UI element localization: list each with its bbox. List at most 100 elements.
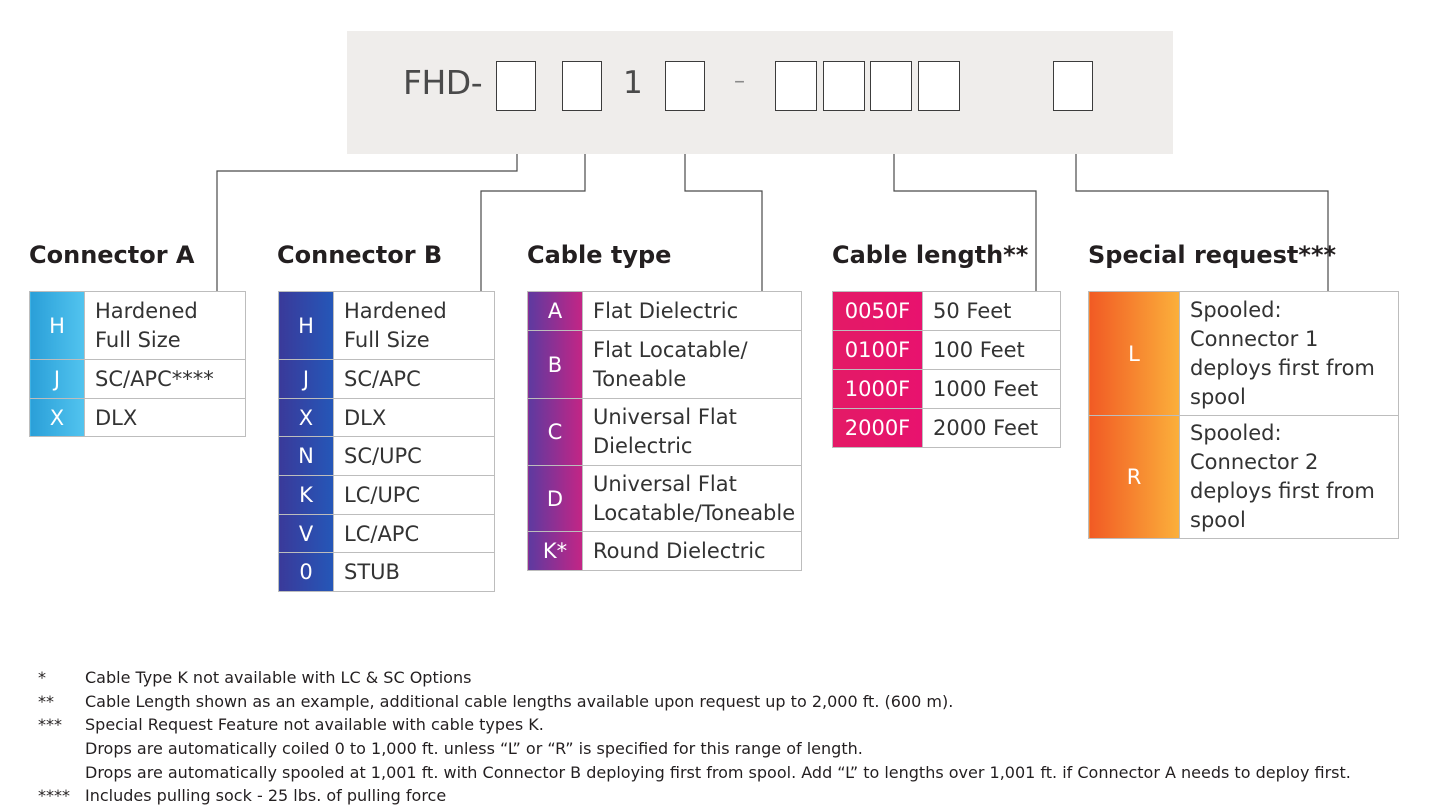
footnote-mark: **** xyxy=(38,786,70,806)
footnote-text: Drops are automatically coiled 0 to 1,00… xyxy=(85,739,863,759)
option-row: K*Round Dielectric xyxy=(527,531,802,571)
option-code: X xyxy=(29,398,85,437)
heading-connector-b: Connector B xyxy=(277,241,443,269)
footnote-text: Drops are automatically spooled at 1,001… xyxy=(85,762,1351,782)
option-description: 100 Feet xyxy=(922,330,1061,370)
option-code: 0 xyxy=(278,552,334,592)
option-description: Hardened Full Size xyxy=(84,291,246,360)
option-code: H xyxy=(29,291,85,360)
slot-cable-length-3 xyxy=(870,61,912,111)
option-description: SC/APC xyxy=(333,359,495,399)
option-description: 2000 Feet xyxy=(922,408,1061,448)
option-description: SC/APC**** xyxy=(84,359,246,399)
option-code: D xyxy=(527,465,583,532)
option-description: 50 Feet xyxy=(922,291,1061,331)
option-code: X xyxy=(278,398,334,437)
option-code: C xyxy=(527,398,583,466)
option-description: STUB xyxy=(333,552,495,592)
part-number-banner: FHD- 1 – xyxy=(347,31,1173,154)
option-code: 2000F xyxy=(832,408,923,448)
option-code: H xyxy=(278,291,334,360)
slot-connector-a xyxy=(496,61,536,111)
option-code: R xyxy=(1088,415,1180,539)
footnote: *** Special Request Feature not available… xyxy=(38,713,1418,737)
footnote-mark xyxy=(38,737,85,761)
option-code: J xyxy=(278,359,334,399)
option-description: Round Dielectric xyxy=(582,531,802,571)
slot-cable-length-1 xyxy=(775,61,817,111)
footnote-mark xyxy=(38,761,85,785)
slot-special-request xyxy=(1053,61,1093,111)
option-description: SC/UPC xyxy=(333,436,495,476)
slot-cable-type xyxy=(665,61,705,111)
footnote-mark: *** xyxy=(38,715,62,735)
option-code: K xyxy=(278,475,334,515)
option-description: DLX xyxy=(84,398,246,437)
option-description: Universal Flat Locatable/Toneable xyxy=(582,465,802,532)
fixed-digit: 1 xyxy=(623,65,643,101)
footnote-text: Cable Type K not available with LC & SC … xyxy=(85,668,472,687)
option-code: B xyxy=(527,330,583,399)
footnote: Drops are automatically coiled 0 to 1,00… xyxy=(38,737,1418,761)
option-description: LC/APC xyxy=(333,514,495,553)
footnote-mark: ** xyxy=(38,691,54,711)
heading-cable-length: Cable length** xyxy=(832,241,1029,269)
footnote-text: Cable Length shown as an example, additi… xyxy=(85,691,954,711)
option-code: A xyxy=(527,291,583,331)
option-description: Universal Flat Dielectric xyxy=(582,398,802,466)
option-code: L xyxy=(1088,291,1180,416)
slot-cable-length-4 xyxy=(918,61,960,111)
option-description: DLX xyxy=(333,398,495,437)
footnote: Drops are automatically spooled at 1,001… xyxy=(38,761,1418,785)
leader-special-request xyxy=(1075,118,1329,291)
option-code: V xyxy=(278,514,334,553)
option-code: 1000F xyxy=(832,369,923,409)
leader-connector-b xyxy=(480,118,586,291)
leader-cable-length xyxy=(893,118,1037,291)
footnote: **** Includes pulling sock - 25 lbs. of p… xyxy=(38,784,1418,808)
option-description: Spooled: Connector 1 deploys first from … xyxy=(1179,291,1399,416)
option-description: Flat Dielectric xyxy=(582,291,802,331)
footnote: ** Cable Length shown as an example, addi… xyxy=(38,690,1418,714)
option-code: N xyxy=(278,436,334,476)
option-description: 1000 Feet xyxy=(922,369,1061,409)
footnote: *Cable Type K not available with LC & SC… xyxy=(38,666,1418,690)
heading-connector-a: Connector A xyxy=(29,241,195,269)
slot-connector-b xyxy=(562,61,602,111)
heading-cable-type: Cable type xyxy=(527,241,672,269)
code-separator: – xyxy=(734,69,745,94)
option-code: K* xyxy=(527,531,583,571)
footnotes: *Cable Type K not available with LC & SC… xyxy=(38,666,1418,808)
option-description: LC/UPC xyxy=(333,475,495,515)
leader-cable-type xyxy=(684,118,763,291)
option-description: Spooled: Connector 2 deploys first from … xyxy=(1179,415,1399,539)
footnote-text: Special Request Feature not available wi… xyxy=(85,715,544,735)
footnote-text: Includes pulling sock - 25 lbs. of pulli… xyxy=(85,786,447,806)
option-code: 0100F xyxy=(832,330,923,370)
option-code: J xyxy=(29,359,85,399)
option-description: Flat Locatable/ Toneable xyxy=(582,330,802,399)
